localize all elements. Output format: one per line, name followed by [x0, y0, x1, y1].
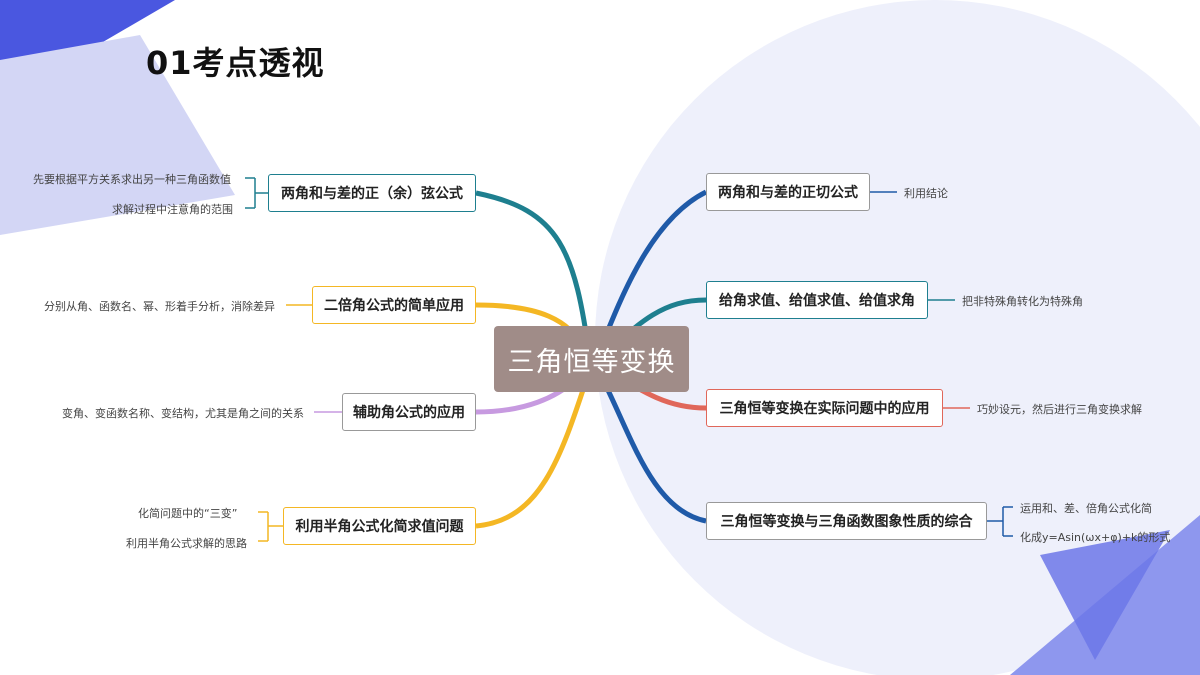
branch-node-right-1: 两角和与差的正切公式 — [706, 173, 870, 211]
central-topic: 三角恒等变换 — [494, 326, 689, 392]
detail-text-left-1a: 先要根据平方关系求出另一种三角函数值 — [33, 173, 231, 186]
page-title: 01考点透视 — [146, 44, 325, 82]
branch-node-right-4: 三角恒等变换与三角函数图象性质的综合 — [706, 502, 987, 540]
detail-text-right-3: 巧妙设元，然后进行三角变换求解 — [977, 403, 1142, 416]
detail-connector-left-4 — [258, 511, 283, 542]
detail-text-right-1: 利用结论 — [904, 187, 948, 200]
detail-connector-left-1 — [245, 177, 268, 209]
detail-text-left-2: 分别从角、函数名、幂、形着手分析，消除差异 — [44, 300, 275, 313]
detail-text-right-4a: 运用和、差、倍角公式化简 — [1020, 502, 1152, 515]
connector-left-4 — [475, 374, 591, 529]
branch-node-left-3: 辅助角公式的应用 — [342, 393, 476, 431]
detail-text-left-1b: 求解过程中注意角的范围 — [112, 203, 233, 216]
branch-node-left-1: 两角和与差的正（余）弦公式 — [268, 174, 476, 212]
branch-node-right-3: 三角恒等变换在实际问题中的应用 — [706, 389, 943, 427]
connector-right-4 — [595, 368, 707, 524]
detail-text-right-2: 把非特殊角转化为特殊角 — [962, 295, 1083, 308]
branch-node-left-2: 二倍角公式的简单应用 — [312, 286, 476, 324]
detail-text-left-4b: 利用半角公式求解的思路 — [126, 537, 247, 550]
corner-triangle-overlay — [1040, 530, 1170, 660]
detail-text-right-4b: 化成y=Asin(ωx+φ)+k的形式 — [1020, 531, 1171, 544]
branch-node-right-2: 给角求值、给值求值、给值求角 — [706, 281, 928, 319]
detail-connector-right-4 — [986, 506, 1013, 537]
detail-text-left-4a: 化简问题中的“三变” — [138, 507, 238, 520]
connector-left-1 — [475, 190, 593, 361]
detail-text-left-3: 变角、变函数名称、变结构，尤其是角之间的关系 — [62, 407, 304, 420]
corner-triangle-light — [0, 35, 235, 235]
branch-node-left-4: 利用半角公式化简求值问题 — [283, 507, 476, 545]
